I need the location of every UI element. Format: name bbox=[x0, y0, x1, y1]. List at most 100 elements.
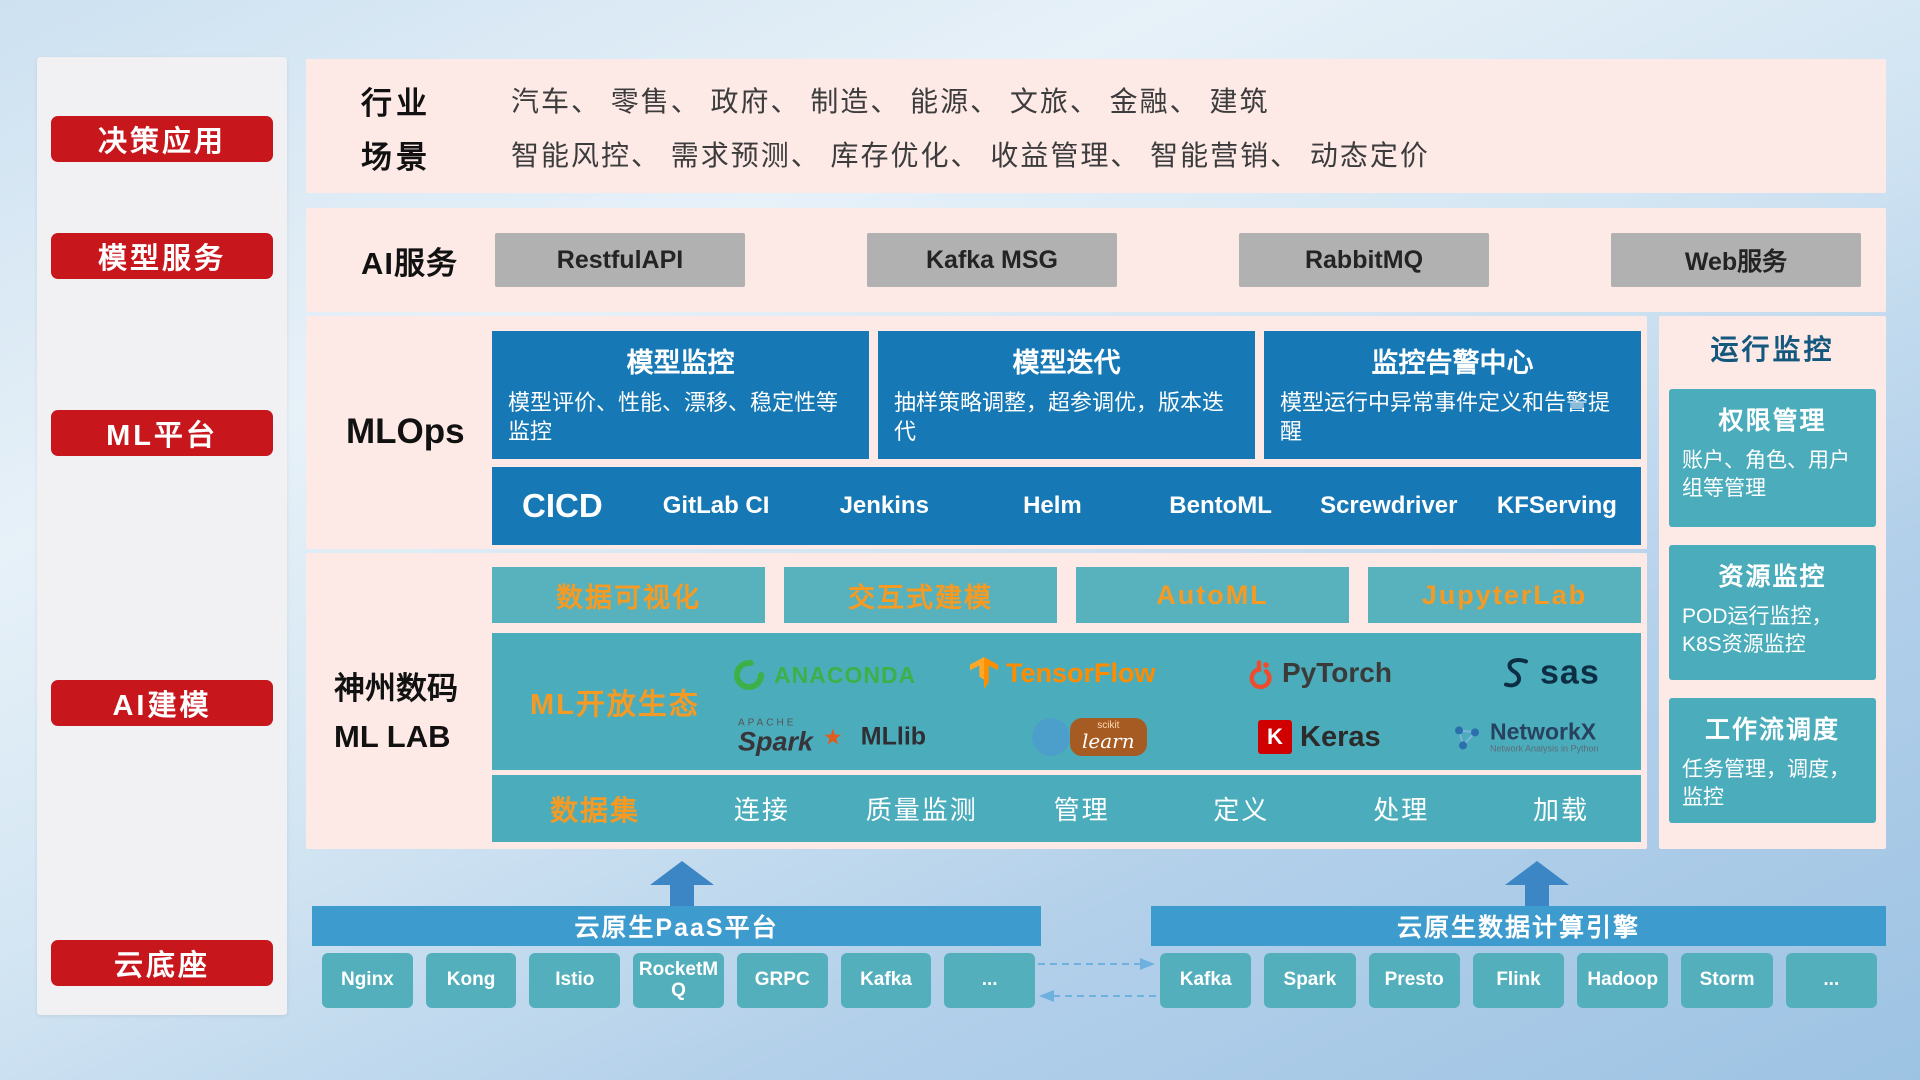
dataset-item-quality: 质量监测 bbox=[865, 795, 978, 825]
mllab-chip-jupyterlab: JupyterLab bbox=[1368, 567, 1641, 623]
cicd-item-gitlab-ci: GitLab CI bbox=[662, 492, 770, 519]
spark-mllib-logo: APACHE Spark ★ MLlib bbox=[738, 717, 926, 757]
pytorch-logo: PyTorch bbox=[1244, 657, 1392, 689]
pytorch-icon bbox=[1249, 660, 1272, 689]
dataset-title: 数据集 bbox=[550, 794, 641, 826]
cicd-item-kfserving: KFServing bbox=[1496, 492, 1617, 519]
scenario-label: 场景 bbox=[361, 139, 431, 175]
dataset-item-connect: 连接 bbox=[733, 795, 790, 825]
card-desc: POD运行监控，K8S资源监控 bbox=[1682, 605, 1833, 657]
keras-logo: K Keras bbox=[1258, 720, 1381, 754]
networkx-wordmark: NetworkX Network Analysis in Python bbox=[1490, 719, 1599, 754]
dataset-item-load: 加载 bbox=[1533, 795, 1590, 825]
anaconda-logo: ANACONDA bbox=[732, 658, 916, 692]
tensorflow-logo: TensorFlow bbox=[970, 657, 1156, 689]
industry-value: 汽车、 零售、 政府、 制造、 能源、 文旅、 金融、 建筑 bbox=[511, 86, 1270, 117]
layer-label-ai-modeling: AI建模 bbox=[51, 680, 273, 726]
cicd-title: CICD bbox=[522, 487, 603, 524]
keras-wordmark: Keras bbox=[1300, 720, 1381, 753]
keras-icon: K bbox=[1258, 720, 1292, 754]
card-title: 工作流调度 bbox=[1704, 716, 1840, 744]
industry-label: 行业 bbox=[361, 85, 431, 121]
layer-sidebar: 决策应用 模型服务 ML平台 AI建模 云底座 bbox=[37, 57, 287, 1015]
runtime-monitor-title: 运行监控 bbox=[1710, 334, 1835, 365]
up-arrow-icon-left bbox=[650, 861, 714, 912]
ai-service-chip-rabbitmq: RabbitMQ bbox=[1239, 233, 1489, 287]
sas-icon bbox=[1504, 657, 1528, 687]
networkx-logo: NetworkX Network Analysis in Python bbox=[1452, 719, 1599, 754]
mlops-cards: 模型监控 模型评价、性能、漂移、稳定性等监控 模型迭代 抽样策略调整，超参调优，… bbox=[492, 331, 1641, 459]
paas-components: Nginx Kong Istio RocketMQ GRPC Kafka ... bbox=[322, 953, 1036, 1008]
card-title: 监控告警中心 bbox=[1371, 348, 1534, 378]
mllab-panel: 神州数码 ML LAB 数据可视化 交互式建模 AutoML JupyterLa… bbox=[306, 553, 1647, 849]
engine-chip-presto: Presto bbox=[1368, 953, 1460, 1008]
cicd-bar: CICD GitLab CI Jenkins Helm BentoML Scre… bbox=[492, 467, 1641, 545]
engine-chip-more: ... bbox=[1785, 953, 1877, 1008]
scenario-value: 智能风控、 需求预测、 库存优化、 收益管理、 智能营销、 动态定价 bbox=[511, 140, 1430, 171]
cicd-item-screwdriver: Screwdriver bbox=[1320, 492, 1458, 519]
engine-chip-kafka: Kafka bbox=[1160, 953, 1252, 1008]
ai-service-chip-kafka-msg: Kafka MSG bbox=[867, 233, 1117, 287]
ai-service-panel: AI服务 RestfulAPI Kafka MSG RabbitMQ Web服务 bbox=[306, 208, 1886, 312]
spark-wordmark: APACHE Spark bbox=[738, 717, 814, 757]
card-title: 模型监控 bbox=[626, 348, 735, 378]
paas-chip-nginx: Nginx bbox=[322, 953, 413, 1008]
learn-text: learn bbox=[1082, 729, 1135, 753]
engine-chip-spark: Spark bbox=[1264, 953, 1356, 1008]
scikit-learn-badge: scikit learn bbox=[1070, 718, 1147, 756]
networkx-text: NetworkX bbox=[1490, 718, 1597, 745]
networkx-icon bbox=[1455, 726, 1479, 749]
cicd-item-helm: Helm bbox=[1023, 492, 1082, 519]
cicd-item-bentoml: BentoML bbox=[1169, 492, 1272, 519]
ml-open-ecosystem-title: ML开放生态 bbox=[530, 688, 700, 721]
monitor-card-resource: 资源监控 POD运行监控，K8S资源监控 bbox=[1669, 545, 1876, 680]
spark-text: Spark bbox=[738, 726, 814, 757]
card-desc: 任务管理，调度，监控 bbox=[1682, 758, 1850, 810]
mlops-panel: MLOps 模型监控 模型评价、性能、漂移、稳定性等监控 模型迭代 抽样策略调整… bbox=[306, 316, 1647, 549]
paas-chip-grpc: GRPC bbox=[736, 953, 828, 1008]
scikit-learn-icon bbox=[1032, 718, 1070, 756]
dataset-item-define: 定义 bbox=[1213, 795, 1270, 825]
scikit-small-text: scikit bbox=[1097, 720, 1120, 731]
sas-wordmark: sas bbox=[1540, 653, 1600, 692]
paas-chip-more: ... bbox=[944, 953, 1036, 1008]
monitor-card-workflow: 工作流调度 任务管理，调度，监控 bbox=[1669, 698, 1876, 823]
dataset-bar: 数据集 连接 质量监测 管理 定义 处理 加载 bbox=[492, 775, 1641, 842]
layer-label-cloud-base: 云底座 bbox=[51, 940, 273, 986]
layer-label-model-service: 模型服务 bbox=[51, 233, 273, 279]
ml-open-ecosystem-box: ML开放生态 ANACONDA TensorFlow Py bbox=[492, 633, 1641, 770]
dataset-item-manage: 管理 bbox=[1053, 795, 1110, 825]
sas-logo: sas bbox=[1502, 654, 1600, 693]
networkx-subtext: Network Analysis in Python bbox=[1490, 743, 1599, 754]
mlops-label: MLOps bbox=[346, 412, 465, 451]
layer-label-ml-platform: ML平台 bbox=[51, 410, 273, 456]
dataset-item-process: 处理 bbox=[1373, 795, 1430, 825]
mllab-label: 神州数码 ML LAB bbox=[334, 665, 458, 761]
engine-chip-flink: Flink bbox=[1472, 953, 1565, 1008]
tensorflow-wordmark: TensorFlow bbox=[1006, 657, 1156, 688]
card-desc: 模型评价、性能、漂移、稳定性等监控 bbox=[508, 390, 839, 445]
ai-service-label: AI服务 bbox=[361, 245, 458, 281]
bidirectional-dashed-arrows-icon bbox=[1036, 950, 1158, 1013]
engine-components: Kafka Spark Presto Flink Hadoop Storm ..… bbox=[1160, 953, 1877, 1008]
mllab-chip-data-visualization: 数据可视化 bbox=[492, 567, 765, 623]
up-arrow-icon-right bbox=[1505, 861, 1569, 912]
card-desc: 抽样策略调整，超参调优，版本迭代 bbox=[894, 390, 1225, 445]
scikit-learn-logo: scikit learn bbox=[1032, 718, 1147, 756]
spark-apache-text: APACHE bbox=[738, 717, 797, 729]
engine-chip-storm: Storm bbox=[1681, 953, 1773, 1008]
anaconda-icon bbox=[734, 660, 764, 690]
ai-service-chip-restfulapi: RestfulAPI bbox=[495, 233, 745, 287]
ai-service-chip-web: Web服务 bbox=[1611, 233, 1861, 287]
paas-chip-kafka: Kafka bbox=[840, 953, 932, 1008]
monitor-card-permission: 权限管理 账户、角色、用户组等管理 bbox=[1669, 389, 1876, 527]
mllab-top-buttons: 数据可视化 交互式建模 AutoML JupyterLab bbox=[492, 567, 1641, 623]
card-title: 权限管理 bbox=[1718, 407, 1827, 435]
mllab-chip-automl: AutoML bbox=[1076, 567, 1349, 623]
ai-service-buttons: RestfulAPI Kafka MSG RabbitMQ Web服务 bbox=[495, 233, 1861, 287]
scenario-row: 场景 智能风控、 需求预测、 库存优化、 收益管理、 智能营销、 动态定价 bbox=[361, 131, 1866, 177]
tensorflow-icon bbox=[970, 657, 998, 689]
cicd-item-jenkins: Jenkins bbox=[839, 492, 929, 519]
mllab-label-line1: 神州数码 bbox=[334, 671, 458, 706]
